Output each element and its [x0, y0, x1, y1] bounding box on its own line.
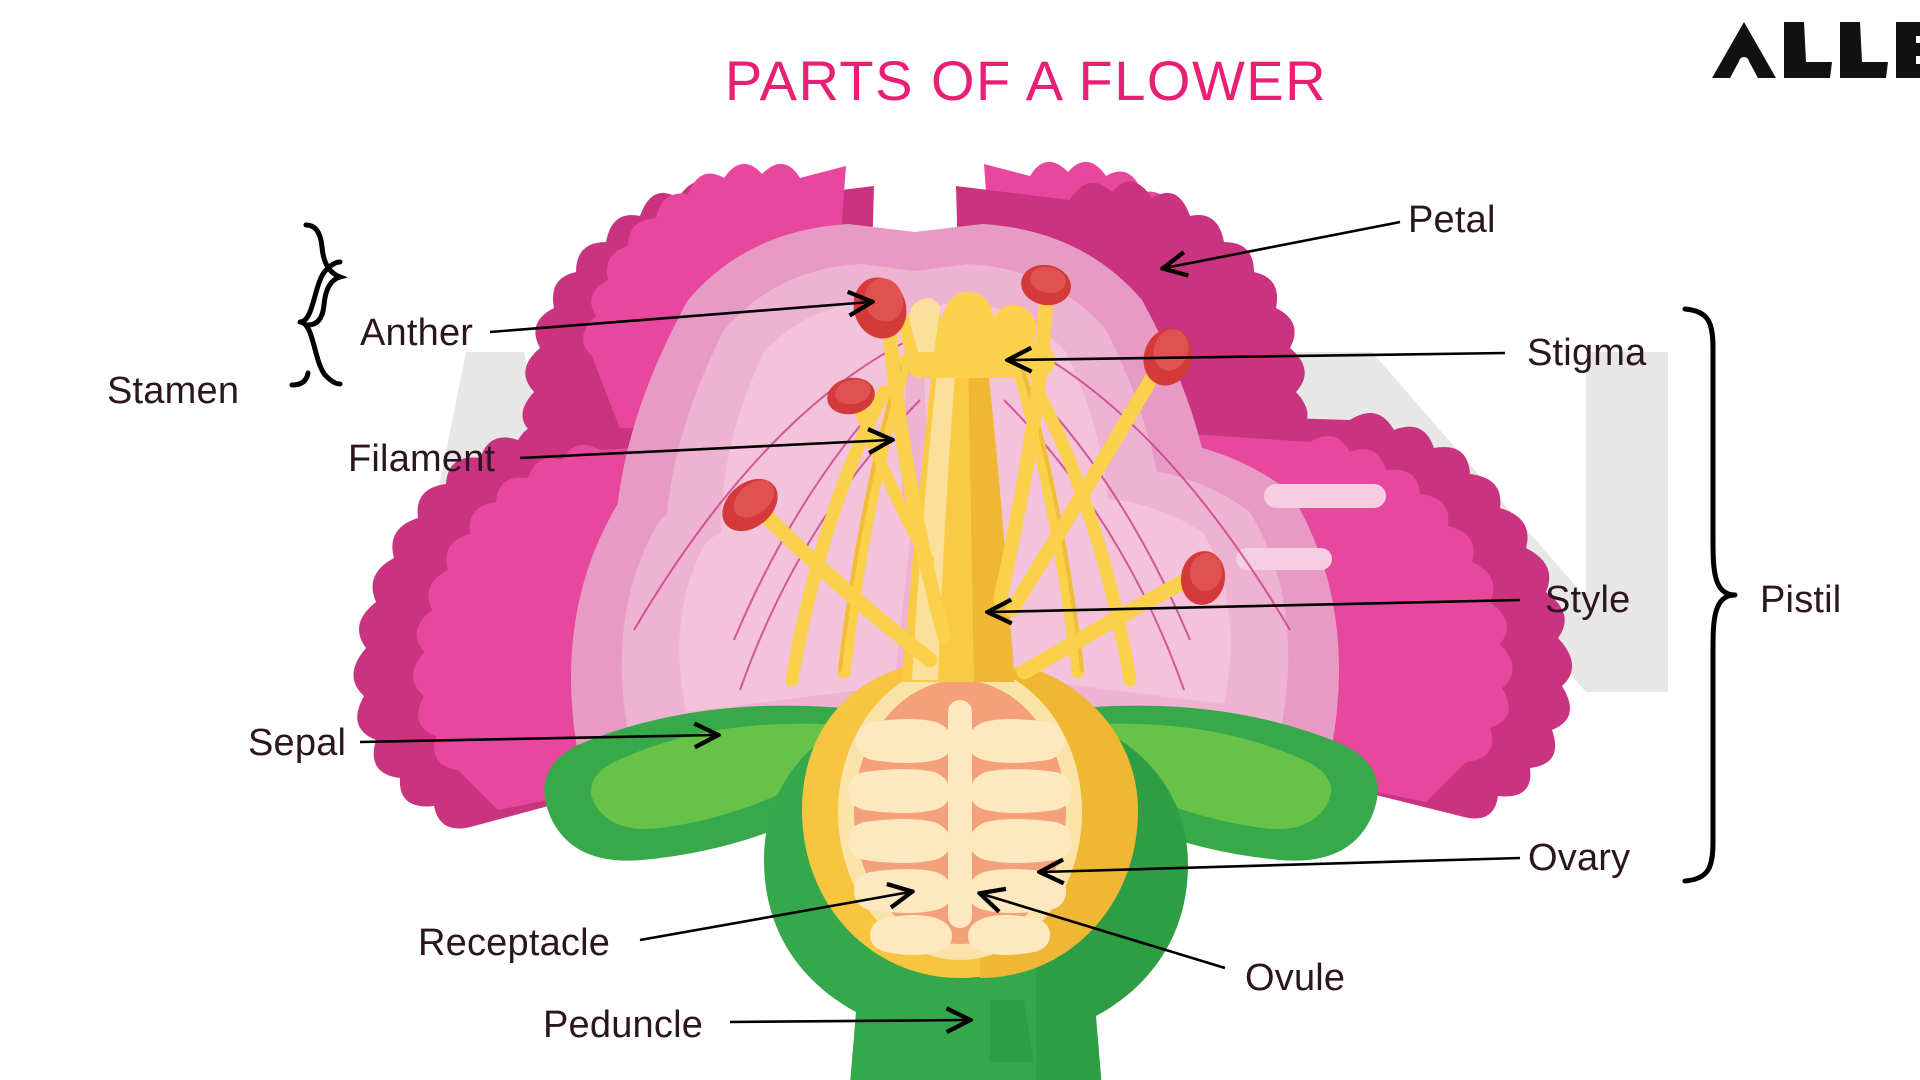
label-ovule: Ovule: [1245, 957, 1345, 999]
label-stigma: Stigma: [1527, 332, 1647, 374]
page-title: PARTS OF A FLOWER: [725, 49, 1327, 112]
leader-anther: [489, 302, 870, 334]
anther-group: [722, 264, 1226, 605]
ovule-cluster: [848, 700, 1072, 955]
allen-logo[interactable]: [1712, 22, 1920, 78]
stamen-brace: [303, 222, 348, 328]
leader-stigma: [1010, 353, 1506, 360]
anther: [1180, 551, 1226, 605]
leader-sepal: [359, 735, 716, 742]
label-stamen: Stamen: [107, 370, 239, 412]
leader-peduncle: [729, 1020, 968, 1022]
label-sepal: Sepal: [248, 722, 346, 764]
leader-filament: [519, 440, 890, 460]
pistil-brace: [1682, 306, 1738, 884]
group-braces: [289, 222, 1738, 884]
leader-petal: [1165, 220, 1401, 268]
flower-illustration: [353, 161, 1573, 1080]
ovary-group: [802, 660, 1138, 978]
anther: [1021, 264, 1071, 306]
label-receptacle: Receptacle: [418, 922, 610, 964]
label-anther: Anther: [360, 312, 473, 354]
label-peduncle: Peduncle: [543, 1004, 703, 1046]
leader-style: [990, 600, 1521, 612]
leader-ovule: [982, 894, 1226, 970]
label-style: Style: [1545, 579, 1630, 621]
stamen-brace-tail: [289, 370, 311, 388]
anther: [827, 377, 875, 415]
stamen-group: [722, 264, 1226, 687]
label-layer: PARTS OF A FLOWER Stamen Anther Filament…: [107, 49, 1841, 1046]
leader-lines: [359, 220, 1521, 1022]
label-pistil: Pistil: [1760, 579, 1841, 621]
label-filament: Filament: [348, 438, 496, 480]
label-ovary: Ovary: [1528, 837, 1630, 879]
leader-ovary: [1042, 856, 1521, 872]
petal-group: [353, 161, 1573, 829]
label-petal: Petal: [1408, 199, 1496, 241]
leader-receptacle: [639, 892, 910, 942]
anther: [722, 478, 778, 532]
